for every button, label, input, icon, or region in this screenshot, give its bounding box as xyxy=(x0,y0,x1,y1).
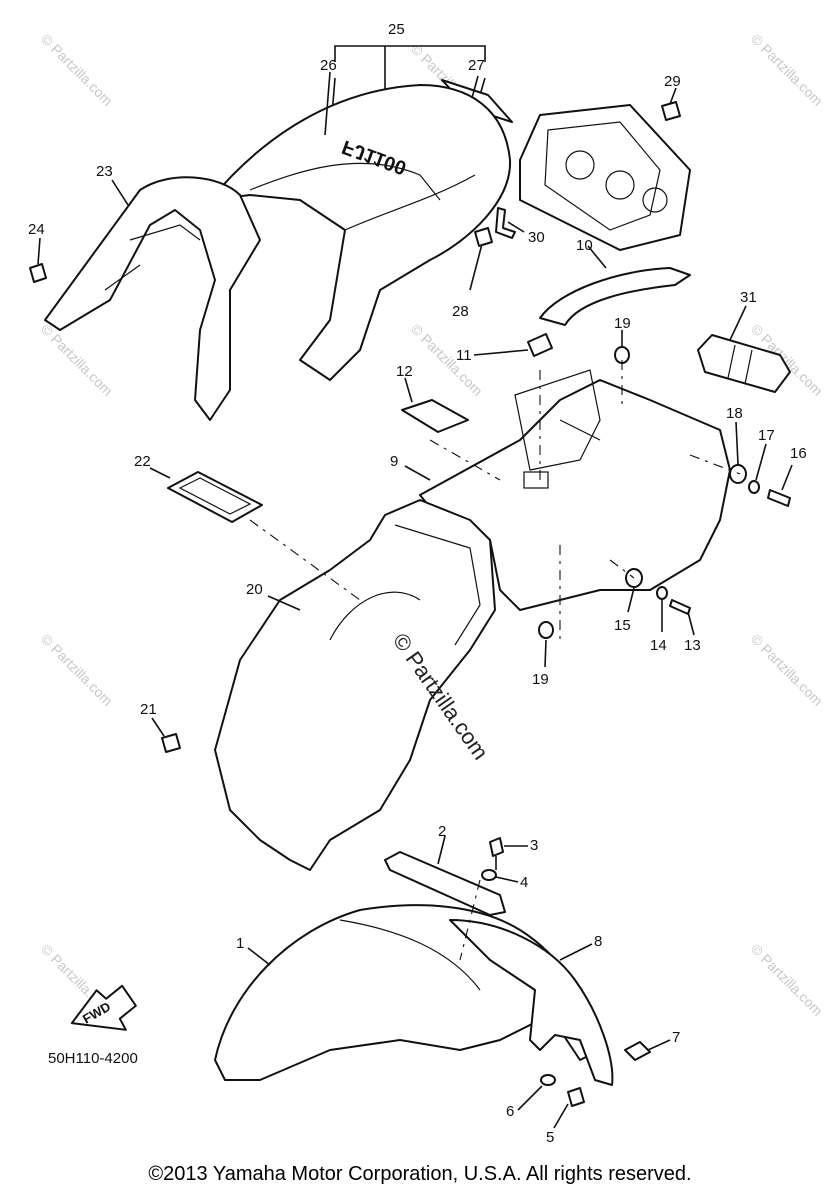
callout-8: 8 xyxy=(594,933,602,950)
callout-24: 24 xyxy=(28,221,45,238)
front-fender-rear-8 xyxy=(449,919,614,1086)
bracket-30 xyxy=(495,207,516,239)
callout-14: 14 xyxy=(650,637,667,654)
callout-15: 15 xyxy=(614,617,631,634)
callout-9: 9 xyxy=(390,453,398,470)
callout-2: 2 xyxy=(438,823,446,840)
callout-18: 18 xyxy=(726,405,743,422)
callout-11: 11 xyxy=(456,347,472,364)
callout-6: 6 xyxy=(506,1103,514,1120)
bracket-2 xyxy=(384,851,506,916)
callout-5: 5 xyxy=(546,1129,554,1146)
reflector-22 xyxy=(167,471,263,523)
tail-light-housing xyxy=(519,104,691,251)
callout-22: 22 xyxy=(134,453,151,470)
watermark: © Partzilla.com xyxy=(748,31,826,109)
callout-25: 25 xyxy=(388,21,405,38)
callout-17: 17 xyxy=(758,427,775,444)
rear-fender-lower-20 xyxy=(214,499,496,871)
assembly-lines xyxy=(249,360,741,961)
seat-cowl-26: FJ1100 xyxy=(209,84,512,381)
fwd-arrow-icon: FWD xyxy=(70,984,137,1031)
callout-19b: 19 xyxy=(532,671,549,688)
callout-26: 26 xyxy=(320,57,337,74)
grab-rail-23 xyxy=(44,176,261,421)
callout-29: 29 xyxy=(664,73,681,90)
callout-28: 28 xyxy=(452,303,469,320)
watermark: © Partzilla.com xyxy=(38,631,116,709)
parts-diagram: © Partzilla.com © Partzilla.com © Partzi… xyxy=(28,21,826,1146)
part-code: 50H110-4200 xyxy=(48,1050,138,1067)
callout-30: 30 xyxy=(528,229,545,246)
callout-31: 31 xyxy=(740,289,757,306)
watermark: © Partzilla.com xyxy=(408,321,486,399)
watermark: © Partzilla.com xyxy=(38,321,116,399)
fasteners xyxy=(29,101,791,1107)
leader-lines xyxy=(37,71,793,1129)
callout-20: 20 xyxy=(246,581,263,598)
callout-23: 23 xyxy=(96,163,113,180)
watermark: © Partzilla.com xyxy=(38,31,116,109)
callout-21: 21 xyxy=(140,701,157,718)
callout-4: 4 xyxy=(520,874,528,891)
watermark: © Partzilla.com xyxy=(748,941,826,1019)
callout-10: 10 xyxy=(576,237,593,254)
callout-7: 7 xyxy=(672,1029,680,1046)
pad-12 xyxy=(401,399,469,433)
callout-12: 12 xyxy=(396,363,413,380)
callout-1: 1 xyxy=(236,935,244,952)
callout-3: 3 xyxy=(530,837,538,854)
callout-27: 27 xyxy=(468,57,485,74)
callout-19a: 19 xyxy=(614,315,631,332)
tool-bag-31 xyxy=(697,334,791,393)
rear-fender-upper-9 xyxy=(419,369,731,611)
watermark: © Partzilla.com xyxy=(748,631,826,709)
strap-10 xyxy=(539,267,691,326)
callout-13: 13 xyxy=(684,637,701,654)
callouts: 1 2 3 4 5 6 7 8 9 10 11 12 13 14 15 16 1… xyxy=(28,21,807,1146)
copyright-notice: ©2013 Yamaha Motor Corporation, U.S.A. A… xyxy=(148,1163,692,1185)
callout-16: 16 xyxy=(790,445,807,462)
